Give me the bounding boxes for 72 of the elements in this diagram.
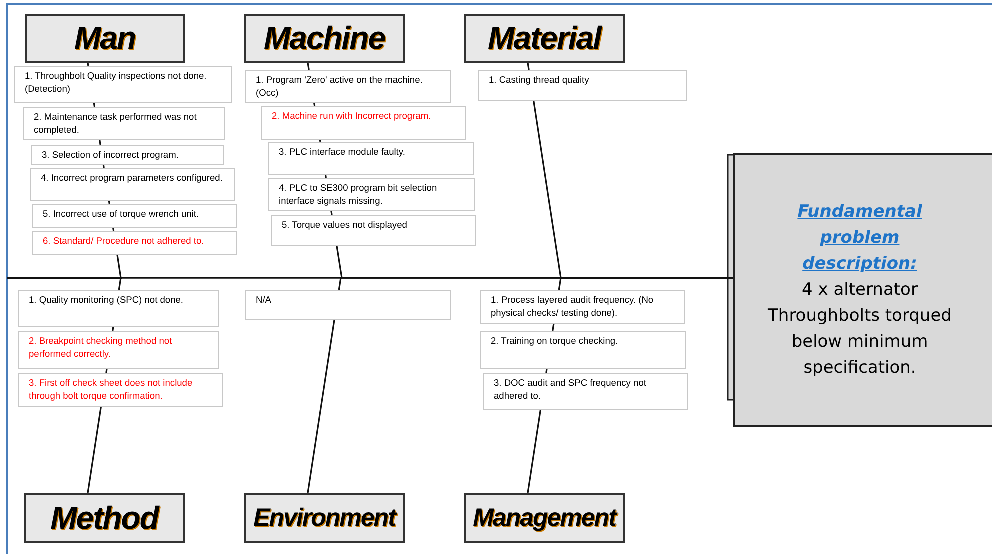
fishbone-line [307, 62, 310, 70]
fishbone-line [108, 200, 110, 204]
cause-box [18, 373, 223, 407]
cause-box [480, 290, 685, 324]
fishbone-line [307, 320, 336, 494]
fishbone-line [106, 368, 108, 374]
category-label: Method [50, 500, 158, 536]
fishbone-line [112, 228, 115, 232]
cause-text: 1. Program 'Zero' active on the machine. (Occ) [256, 74, 424, 100]
fishbone-line [546, 368, 548, 374]
cause-box [245, 290, 451, 320]
fishbone-line [552, 324, 555, 332]
cause-box [23, 107, 225, 140]
category-box [464, 14, 625, 63]
fishbone-line [527, 62, 530, 70]
fishbone-line [319, 140, 322, 142]
cause-box [18, 290, 219, 327]
cause-text: 4. PLC to SE300 program bit selection interface signals missing. [279, 182, 438, 208]
cause-box [18, 331, 219, 369]
problem-description: 4 x alternator Throughbolts torqued below minimum specification. [767, 279, 953, 380]
problem-box [733, 153, 992, 427]
cause-box [261, 106, 466, 140]
fishbone-line [330, 210, 333, 216]
category-label: Machine [264, 20, 386, 57]
category-box [244, 493, 405, 543]
category-box [244, 14, 405, 63]
category-box [464, 493, 625, 543]
cause-box [268, 178, 475, 211]
category-label: Environment [254, 504, 396, 532]
problem-heading: Fundamental problem description: [796, 201, 924, 276]
cause-text: 1. Quality monitoring (SPC) not done. [29, 294, 185, 307]
cause-text: 5. Incorrect use of torque wrench unit. [43, 208, 200, 221]
cause-box [268, 142, 474, 175]
cause-box [271, 215, 476, 246]
cause-text: 2. Training on torque checking. [491, 335, 620, 348]
cause-text: 1. Process layered audit frequency. (No physical checks/ testing done). [491, 294, 655, 320]
category-label: Material [488, 20, 601, 57]
fishbone-line [93, 102, 96, 108]
cause-text: 3. DOC audit and SPC frequency not adhered to. [494, 377, 648, 403]
fishbone-line [87, 62, 90, 66]
cause-text: 2. Breakpoint checking method not performed correctly. [29, 335, 174, 361]
cause-box [480, 331, 686, 369]
fishbone-line [324, 174, 327, 178]
cause-box [31, 145, 224, 165]
category-box [25, 14, 185, 63]
cause-text: 3. Selection of incorrect program. [42, 149, 180, 162]
category-box [24, 493, 185, 543]
cause-text: 3. PLC interface module faulty. [279, 146, 406, 159]
fishbone-line [99, 140, 102, 146]
cause-text: 2. Maintenance task performed was not completed. [34, 111, 198, 137]
cause-text: 4. Incorrect program parameters configured. [41, 172, 224, 185]
cause-box [478, 70, 687, 101]
cause-text: N/A [256, 294, 272, 307]
cause-box [32, 204, 237, 228]
cause-text: 1. Casting thread quality [489, 74, 590, 87]
fishbone-line [527, 410, 542, 494]
fishbone-line [314, 102, 316, 106]
cause-box [14, 66, 232, 103]
cause-text: 5. Torque values not displayed [282, 219, 408, 232]
cause-box [32, 231, 237, 255]
cause-text: 2. Machine run with Incorrect program. [272, 110, 432, 123]
fishbone-line [102, 164, 105, 168]
cause-box [30, 168, 235, 201]
cause-text: 1. Throughbolt Quality inspections not done. (Detection) [25, 70, 208, 96]
category-label: Management [473, 504, 616, 532]
fishbone-line [112, 326, 114, 332]
cause-box [483, 373, 688, 410]
fishbone-line [87, 406, 102, 494]
category-label: Man [74, 20, 136, 57]
cause-text: 6. Standard/ Procedure not adhered to. [43, 235, 206, 248]
cause-box [245, 70, 451, 103]
cause-text: 3. First off check sheet does not include through bolt torque confirmation. [29, 377, 194, 403]
